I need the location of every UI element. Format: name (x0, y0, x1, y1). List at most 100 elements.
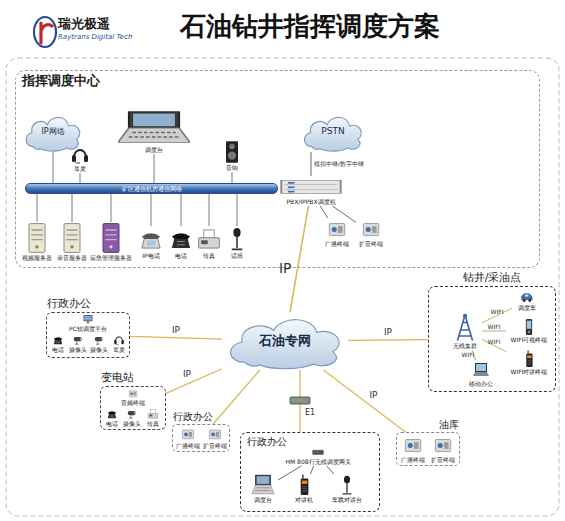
icon-part (302, 487, 306, 491)
cloud-outline (231, 320, 339, 369)
router-led (292, 399, 294, 401)
camera-device: 摄像头 (68, 334, 88, 354)
page-frame (6, 58, 559, 516)
network-bus: 矿区通信机房通信网络 (25, 183, 278, 194)
camera-device: 摄像头 (122, 408, 142, 428)
connector-label: IP (384, 328, 392, 338)
icon-part (129, 112, 179, 128)
center-group: 指挥调度中心IP网络耳麦调度台音响PSTN矿区通信机房通信网络PBX/IPPBX… (15, 70, 540, 268)
icon-part (109, 245, 112, 248)
device-icon (175, 426, 201, 442)
connector-label: IP (172, 326, 180, 336)
device-icon (110, 334, 128, 346)
device-icon (103, 408, 121, 420)
icon-part (74, 337, 82, 341)
connector-label: WIFI (491, 308, 504, 315)
console-device: 调度台 (118, 110, 190, 154)
connector-line (213, 370, 260, 424)
icon-part (408, 443, 413, 448)
icon-part (521, 294, 532, 300)
icon-part (525, 295, 529, 297)
router-led (296, 399, 298, 401)
icon-part (31, 230, 42, 240)
connector-label: IP (183, 370, 191, 380)
icon-part (473, 372, 489, 376)
device-label: 应急管理服务器 (90, 255, 132, 262)
icon-part (115, 344, 119, 345)
icon-part (84, 315, 93, 321)
device-label: 车载对讲台 (332, 497, 362, 504)
device-icon (512, 290, 542, 304)
connector-line (53, 152, 54, 183)
icon-part (363, 224, 378, 236)
icon-part (528, 360, 532, 364)
icon-part (134, 392, 136, 395)
connector-label: WIFI (461, 352, 474, 359)
icon-part (366, 227, 371, 232)
icon-part (476, 364, 486, 371)
ip-cloud: IP网络 (22, 112, 84, 152)
connector-label: WIFI (488, 324, 501, 331)
device-icon (143, 408, 163, 420)
icon-part (64, 224, 80, 253)
icon-part (142, 233, 160, 239)
device-icon (168, 226, 194, 252)
speaker-device: 音响 (220, 140, 244, 172)
connector-label: IP (279, 261, 292, 276)
icon-part (75, 341, 79, 344)
device-label: 摄像头 (69, 347, 87, 354)
device-icon (282, 446, 354, 458)
icon-part (463, 314, 467, 318)
icon-part (80, 338, 82, 340)
device-icon (90, 222, 132, 254)
icon-part (344, 476, 350, 484)
connector-line (181, 194, 182, 226)
icon-part (317, 451, 319, 453)
device-icon (118, 110, 190, 146)
icon-part (338, 226, 342, 233)
terminal-device: 扩音终端 (202, 426, 228, 450)
pc-device: PC软调度平台 (66, 314, 110, 333)
device-icon (292, 474, 316, 496)
logo-ring (34, 17, 56, 47)
icon-part (475, 363, 487, 372)
connector-line (237, 194, 238, 226)
device-label: 扩音终端 (203, 443, 227, 450)
logo-mark (41, 23, 52, 43)
icon-part (226, 141, 238, 163)
cloud-outline (305, 117, 362, 151)
icon-part (95, 337, 103, 341)
terminal-device: 广播终端 (322, 218, 352, 248)
icon-part (343, 482, 352, 494)
node-label: IP网络 (41, 128, 64, 137)
icon-part (172, 238, 190, 248)
connector-line (232, 172, 233, 183)
icon-part (172, 233, 190, 239)
icon-part (528, 299, 531, 302)
device-label: 摄像头 (123, 421, 141, 428)
private-network-cloud: 石油专网 (222, 312, 348, 370)
icon-part (84, 155, 88, 162)
device-label: 广播终端 (401, 457, 425, 464)
icon-part (103, 224, 119, 253)
icon-part (414, 442, 418, 449)
connector-line (80, 173, 81, 183)
device-label: 广播终端 (325, 241, 349, 248)
terminal-device: 扩音终端 (356, 218, 386, 248)
icon-part (255, 475, 270, 485)
connector-line (310, 466, 313, 474)
icon-part (285, 185, 338, 189)
fax-device: 传真 (196, 226, 222, 260)
icon-part (118, 128, 190, 142)
icon-part (84, 316, 92, 321)
device-icon (220, 140, 244, 164)
device-icon (322, 218, 352, 240)
connector-line (290, 206, 308, 312)
device-icon (466, 360, 496, 380)
icon-part (147, 240, 155, 245)
device-label: 耳麦 (113, 347, 125, 354)
device-label: 传真 (147, 421, 159, 428)
icon-part (527, 321, 532, 329)
group-heading: 行政办公 (47, 298, 91, 310)
device-icon (506, 318, 552, 336)
